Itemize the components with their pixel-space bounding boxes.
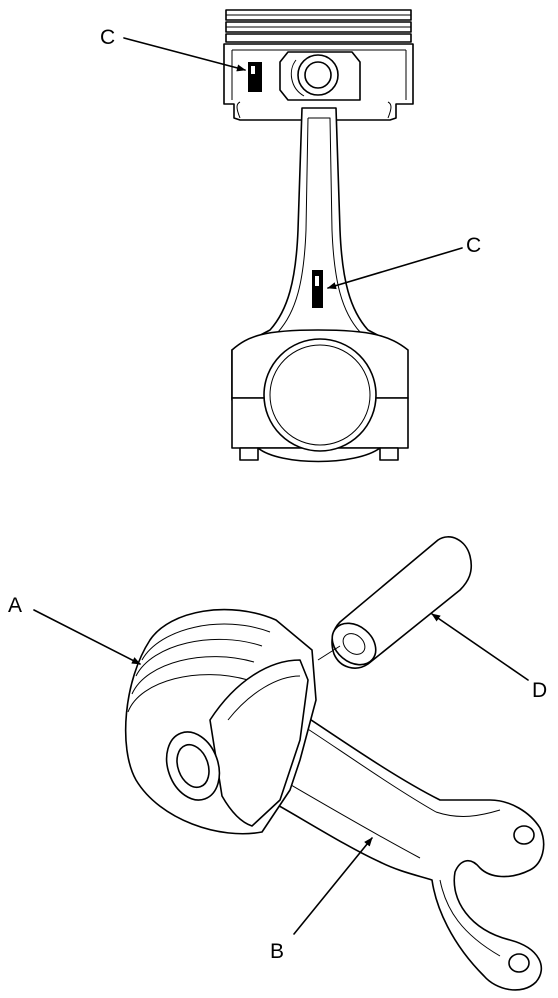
- label-a: A: [8, 594, 22, 617]
- leader-c-lower: [327, 247, 463, 290]
- leader-c-upper: [123, 37, 246, 72]
- label-b: B: [270, 940, 284, 963]
- connecting-rod-iso: [231, 681, 545, 991]
- leader-d: [431, 613, 529, 681]
- assembly-front-view: [223, 9, 414, 463]
- label-d: D: [532, 679, 547, 702]
- leader-a: [33, 609, 141, 665]
- leader-b: [293, 837, 373, 935]
- assembly-exploded-view: [124, 536, 545, 991]
- piston-rings: [225, 9, 412, 43]
- alignment-mark-rod: [312, 270, 323, 308]
- label-c-upper: C: [100, 26, 115, 49]
- piston-pin: [331, 536, 473, 669]
- label-c-lower: C: [466, 234, 481, 257]
